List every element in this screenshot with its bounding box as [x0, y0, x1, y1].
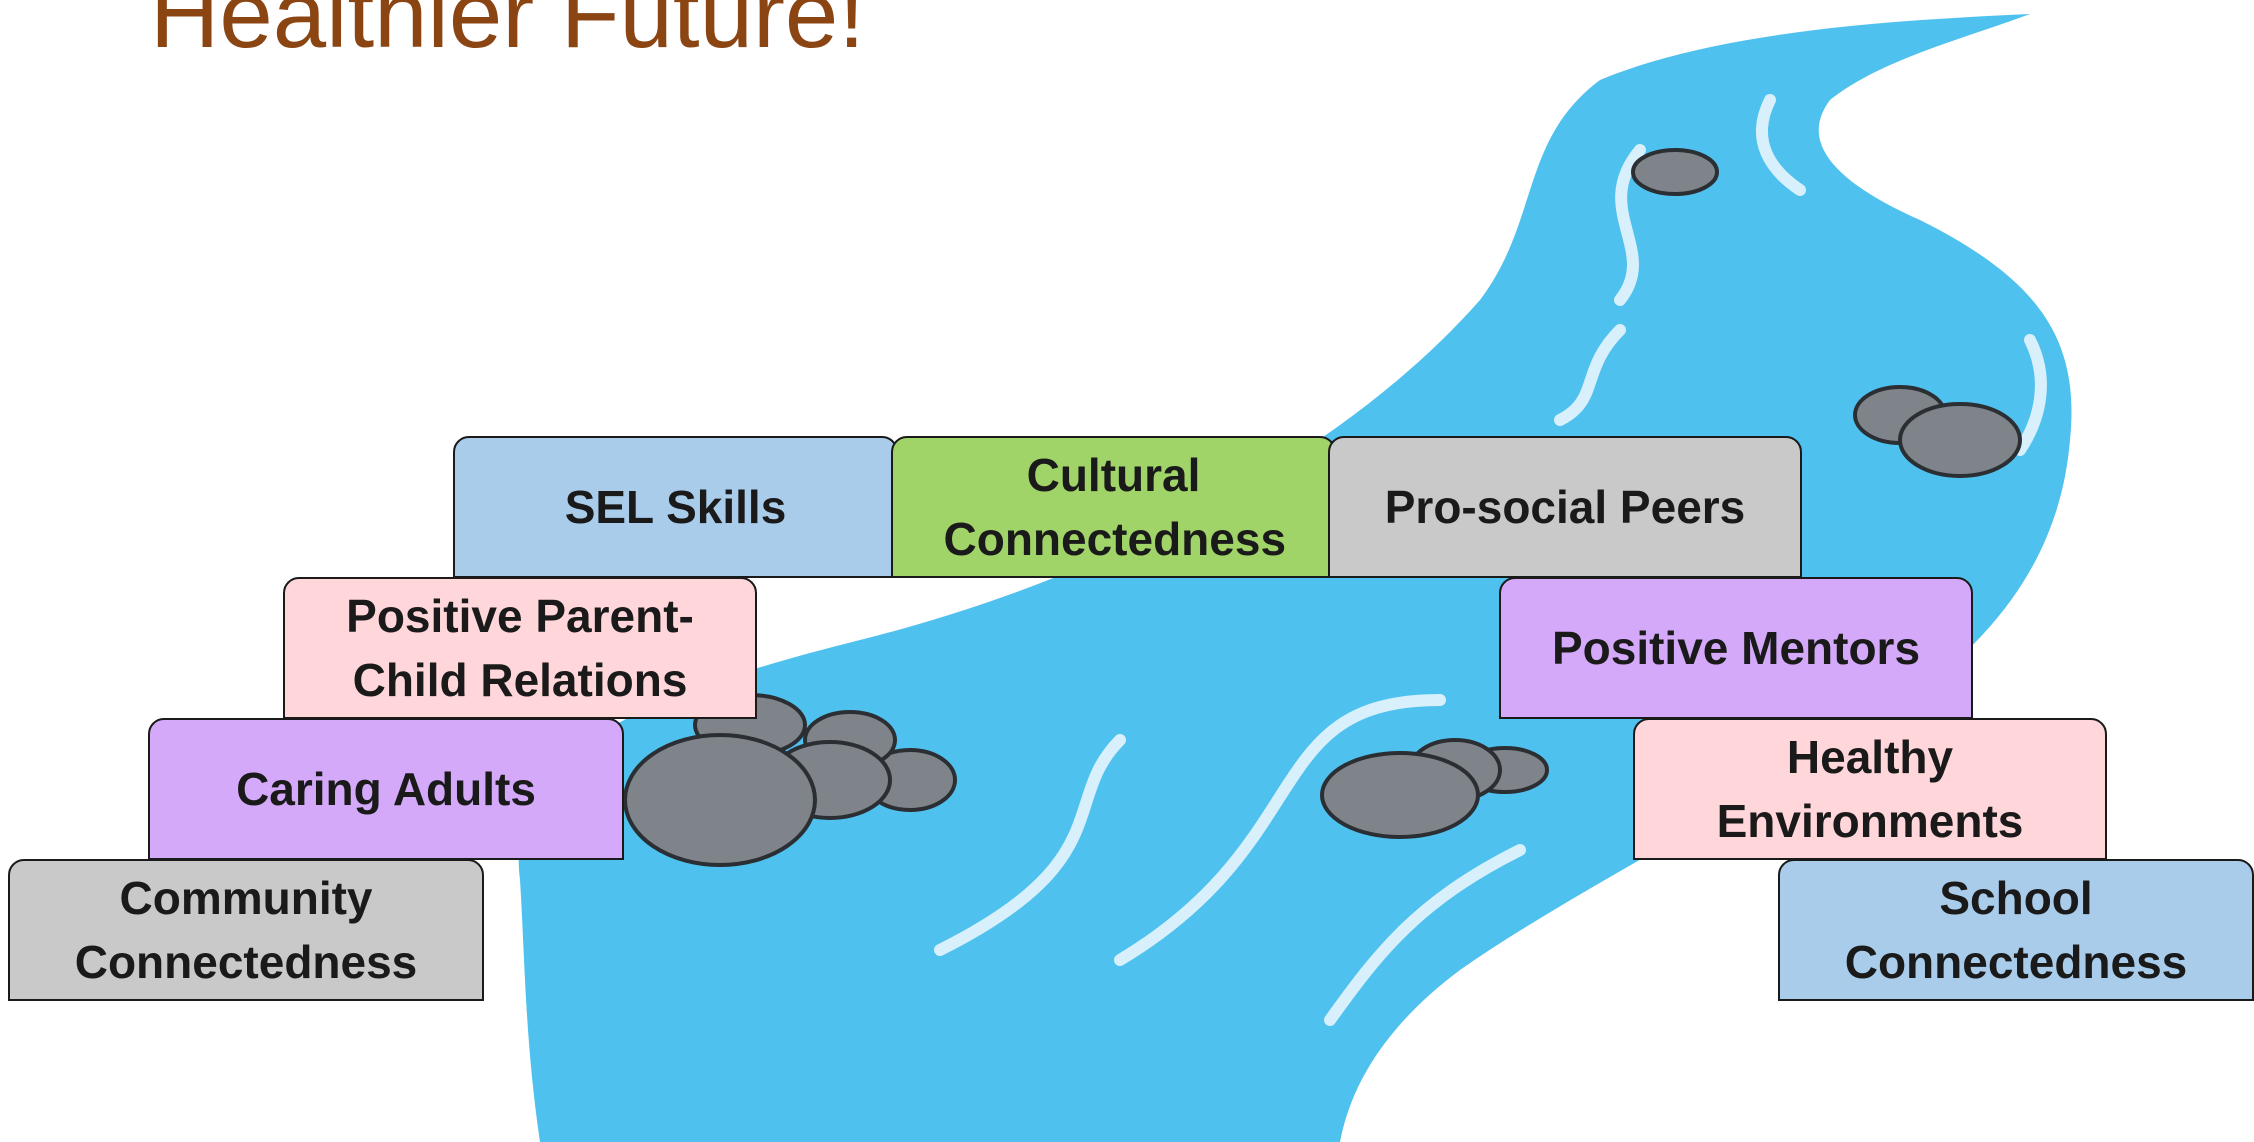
- step-positive-parent-child-relations: Positive Parent-Child Relations: [283, 577, 757, 719]
- slide-title: Healthier Future!: [150, 0, 865, 68]
- step-community-connectedness: Community Connectedness: [8, 859, 484, 1001]
- step-healthy-environments: Healthy Environments: [1633, 718, 2107, 860]
- rocks: [623, 148, 2022, 867]
- step-caring-adults: Caring Adults: [148, 718, 624, 860]
- step-positive-parent-child-relations-label: Positive Parent-Child Relations: [346, 589, 694, 706]
- step-caring-adults-label: Caring Adults: [236, 762, 536, 815]
- step-cultural-connectedness-label: Cultural Connectedness: [943, 448, 1287, 565]
- step-sel-skills-label: SEL Skills: [564, 480, 787, 533]
- step-positive-mentors-label: Positive Mentors: [1551, 621, 1921, 674]
- step-school-connectedness: School Connectedness: [1778, 859, 2254, 1001]
- step-pro-social-peers-label: Pro-social Peers: [1384, 480, 1746, 533]
- step-cultural-connectedness: Cultural Connectedness: [891, 436, 1336, 578]
- river-shape: [518, 14, 2072, 1142]
- step-sel-skills: SEL Skills: [453, 436, 898, 578]
- step-community-connectedness-label: Community Connectedness: [74, 871, 418, 988]
- step-healthy-environments-label: Healthy Environments: [1716, 730, 2024, 847]
- step-school-connectedness-label: School Connectedness: [1844, 871, 2188, 988]
- step-positive-mentors: Positive Mentors: [1499, 577, 1973, 719]
- step-pro-social-peers: Pro-social Peers: [1328, 436, 1802, 578]
- water-highlights: [934, 94, 2047, 1026]
